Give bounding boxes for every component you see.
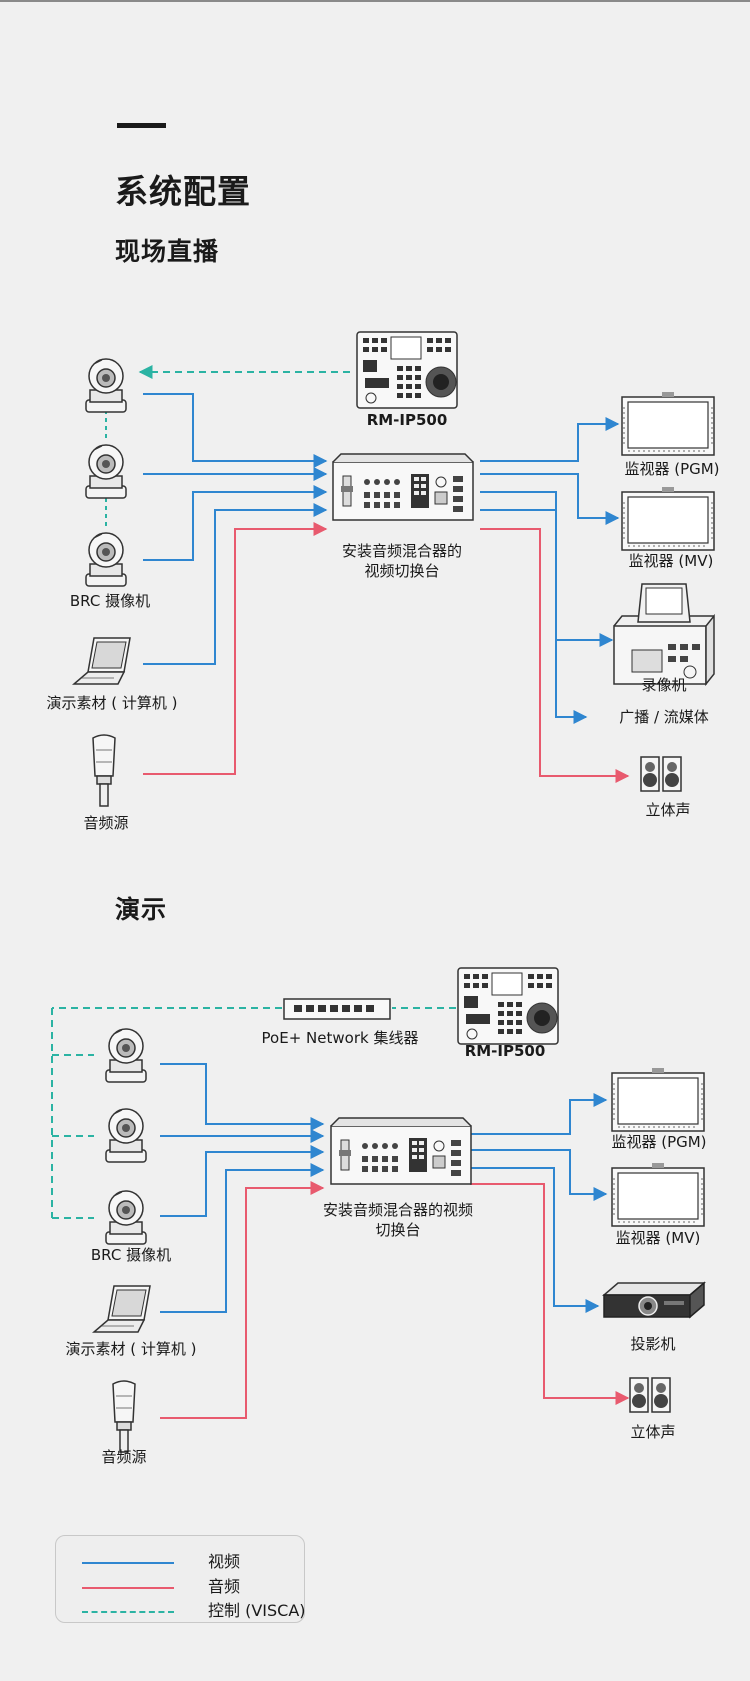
s1-computer-label: 演示素材 ( 计算机 ) (46, 694, 178, 712)
s2-hub-label: PoE+ Network 集线器 (261, 1029, 419, 1047)
speaker-icon (640, 756, 682, 792)
s1-broadcast-label: 广播 / 流媒体 (619, 708, 709, 726)
laptop-icon (93, 1285, 151, 1333)
ptz-camera-icon (85, 532, 127, 587)
ptz-camera-icon (105, 1028, 147, 1083)
section2-connections (51, 1007, 630, 1419)
legend-control-label: 控制 (VISCA) (208, 1601, 306, 1620)
controller-icon (356, 331, 458, 409)
ptz-camera-icon (105, 1108, 147, 1163)
s1-monitor-pgm-label: 监视器 (PGM) (624, 460, 720, 478)
projector-icon (603, 1282, 705, 1318)
s2-switcher-label-1: 安装音频混合器的视频 (322, 1201, 474, 1219)
s1-monitor-mv-label: 监视器 (MV) (628, 552, 714, 570)
monitor-icon (611, 1067, 705, 1132)
s1-controller-label: RM-IP500 (366, 411, 448, 429)
legend-audio-label: 音频 (208, 1577, 241, 1596)
s2-controller-label: RM-IP500 (464, 1042, 546, 1060)
switcher-icon (332, 453, 474, 521)
microphone-icon (92, 734, 116, 807)
s1-recorder-label: 录像机 (641, 676, 687, 694)
s1-stereo-label: 立体声 (645, 801, 691, 819)
s2-switcher-label-2: 切换台 (375, 1221, 421, 1239)
ptz-camera-icon (85, 444, 127, 499)
legend-video-line (82, 1562, 174, 1564)
page-title: 系统配置 (115, 172, 251, 211)
s2-computer-label: 演示素材 ( 计算机 ) (65, 1340, 197, 1358)
title-dash (117, 123, 166, 128)
s1-switcher-label-1: 安装音频混合器的 (341, 542, 463, 560)
switcher-icon (330, 1117, 472, 1185)
legend-control-line (82, 1611, 174, 1613)
s2-monitor-pgm-label: 监视器 (PGM) (611, 1133, 707, 1151)
controller-icon (457, 967, 559, 1045)
s2-projector-label: 投影机 (630, 1335, 676, 1353)
recorder-icon (613, 583, 715, 685)
ptz-camera-icon (85, 358, 127, 413)
top-border (0, 0, 750, 2)
legend-audio-line (82, 1587, 174, 1589)
legend: 视频 音频 控制 (VISCA) (55, 1535, 306, 1623)
section-title-live: 现场直播 (115, 237, 220, 266)
s2-monitor-mv-label: 监视器 (MV) (615, 1229, 701, 1247)
ptz-camera-icon (105, 1190, 147, 1245)
laptop-icon (73, 637, 131, 685)
microphone-icon (112, 1380, 136, 1453)
speaker-icon (629, 1377, 671, 1413)
section-title-presentation: 演示 (115, 895, 168, 924)
monitor-icon (621, 391, 715, 456)
s2-cameras-label: BRC 摄像机 (90, 1246, 172, 1264)
section1-connections (105, 365, 630, 783)
network-hub-icon (283, 998, 391, 1020)
s1-cameras-label: BRC 摄像机 (69, 592, 151, 610)
s1-audio-label: 音频源 (83, 814, 129, 832)
s2-stereo-label: 立体声 (630, 1423, 676, 1441)
monitor-icon (611, 1162, 705, 1227)
legend-video-label: 视频 (208, 1552, 241, 1571)
s1-switcher-label-2: 视频切换台 (364, 562, 440, 580)
s2-audio-label: 音频源 (101, 1448, 147, 1466)
monitor-icon (621, 486, 715, 551)
